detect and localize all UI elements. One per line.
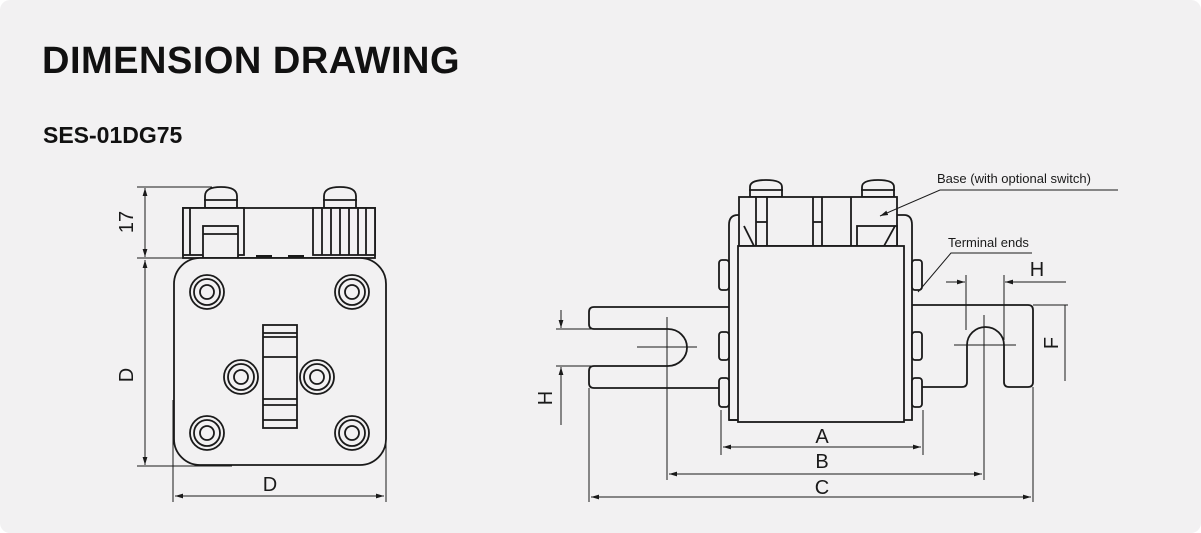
page-title: DIMENSION DRAWING xyxy=(42,40,461,82)
fuse-body xyxy=(737,245,905,423)
dimension-c: C xyxy=(588,387,1034,502)
model-number: SES-01DG75 xyxy=(43,122,183,148)
side-view: Base (with optional switch) Terminal end… xyxy=(535,171,1118,502)
dim-label-h-right: H xyxy=(1030,259,1044,281)
optional-switch xyxy=(856,225,898,247)
dimension-a: A xyxy=(720,410,924,455)
dimension-b: B xyxy=(666,315,985,480)
hole-icon xyxy=(334,415,370,451)
dim-label-f: F xyxy=(1041,337,1063,349)
screw-right-icon xyxy=(323,186,357,209)
dimension-f: F xyxy=(1033,304,1068,381)
switch-lever xyxy=(262,324,298,429)
dimension-d-vertical: D xyxy=(116,260,232,467)
dim-label-d-vertical: D xyxy=(116,368,138,382)
hole-icon xyxy=(189,274,225,310)
dim-label-a: A xyxy=(815,426,829,448)
callout-base: Base (with optional switch) xyxy=(879,171,1118,217)
dimension-17: 17 xyxy=(116,186,212,259)
dim-label-c: C xyxy=(815,477,829,499)
mounting-holes xyxy=(189,274,370,451)
hole-icon xyxy=(223,359,259,395)
hole-icon xyxy=(299,359,335,395)
dim-label-17: 17 xyxy=(116,211,138,233)
hole-icon xyxy=(189,415,225,451)
dimension-h-left: H xyxy=(535,310,592,425)
screw-left-icon xyxy=(204,186,238,209)
callout-base-label: Base (with optional switch) xyxy=(937,171,1091,186)
screw-right-icon xyxy=(861,179,895,198)
dim-label-d-horizontal: D xyxy=(263,474,277,496)
dimension-d-horizontal: D xyxy=(172,400,387,502)
callout-terminal-label: Terminal ends xyxy=(948,235,1029,250)
screw-left-icon xyxy=(749,179,783,198)
dimension-h-right: H xyxy=(946,259,1066,340)
front-view: 17 D D xyxy=(116,186,387,502)
right-clamp xyxy=(312,207,376,256)
side-tabs xyxy=(718,259,923,408)
dim-label-b: B xyxy=(815,451,828,473)
callout-terminal-ends: Terminal ends xyxy=(917,235,1032,293)
right-terminal xyxy=(912,304,1034,388)
dim-label-h-left: H xyxy=(535,391,557,405)
hole-icon xyxy=(334,274,370,310)
